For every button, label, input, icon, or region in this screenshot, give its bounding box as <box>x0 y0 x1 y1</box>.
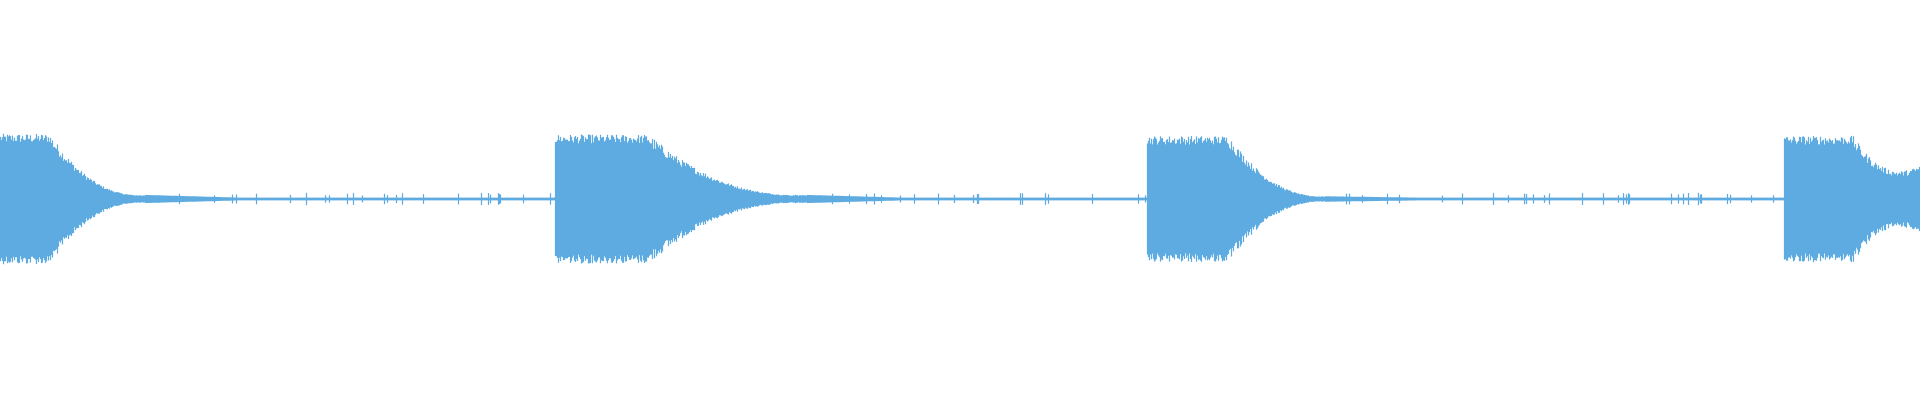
waveform-samples <box>0 133 1920 265</box>
waveform-path <box>0 133 1920 265</box>
